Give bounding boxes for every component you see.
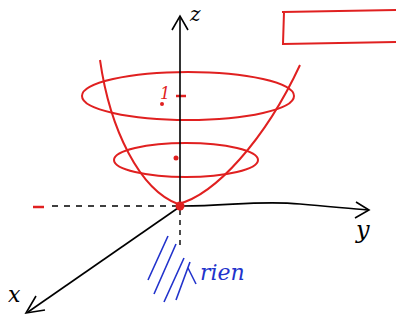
tick [176,95,186,98]
hatching [188,268,196,284]
red-dash [33,206,44,209]
dot [174,156,179,161]
note: rien [200,262,245,284]
axis-label: x [8,284,20,306]
hatching [148,236,190,302]
origin-dot [176,202,185,211]
dot [160,102,164,106]
axis-label: z [190,4,201,24]
level-curve [114,143,258,177]
dashed-axis [52,205,178,206]
axis-label: y [356,218,370,242]
y-axis [182,203,368,210]
z-axis [179,18,181,206]
x-axis [28,208,178,312]
dashed-axis [179,210,180,250]
arrowhead [172,16,188,30]
arrowhead [355,202,369,218]
axis-label: 1 [160,86,170,102]
level-curve [82,72,294,120]
red-frame [282,10,396,44]
arrowhead [26,296,45,313]
